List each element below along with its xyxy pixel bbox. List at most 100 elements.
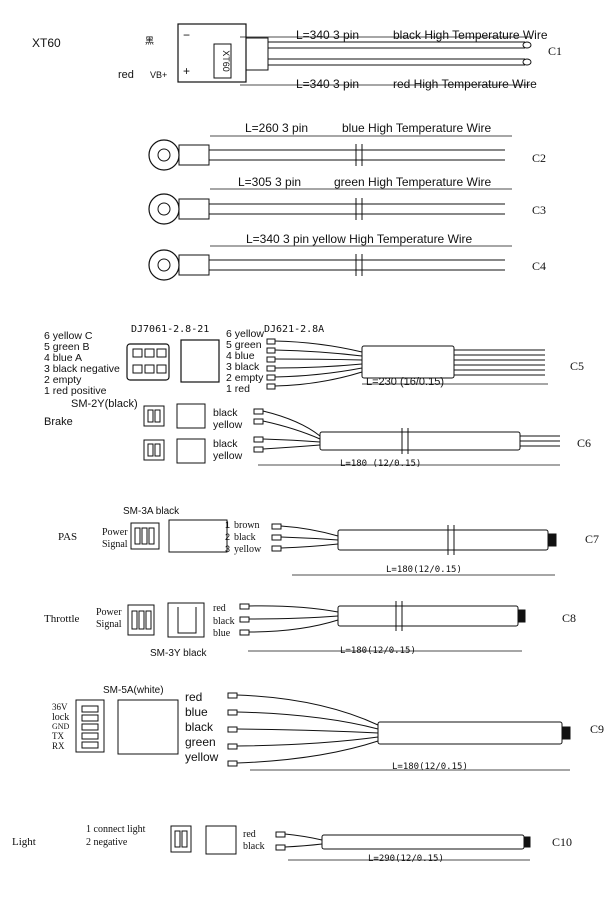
c9-code: C9: [590, 722, 604, 736]
xt60-minus-sign: −: [183, 28, 190, 42]
c2-ring-terminal: [148, 139, 180, 171]
c1-wire-end-top: [522, 41, 532, 49]
c10-pin-1: red: [243, 829, 256, 840]
c5-right-pin-6: 1 red: [226, 383, 250, 395]
c3-length: L=305 3 pin: [238, 175, 301, 189]
c5-housing-cavity: [132, 348, 143, 358]
c5-length: L=230 (16/0.15): [366, 376, 444, 388]
c4-crimp: [178, 254, 210, 276]
c9-section: SM-5A(white) 36V lock GND TX RX red blue…: [52, 685, 604, 772]
c9-connector-label: SM-5A(white): [103, 685, 164, 696]
c1-wire-end-bottom: [522, 58, 532, 66]
c3-ring-hole: [157, 202, 171, 216]
c1-top-description: black High Temperature Wire: [393, 28, 548, 42]
c2-length: L=260 3 pin: [245, 121, 308, 135]
c9-side-label-3: GND: [52, 722, 70, 731]
c8-pin-3: blue: [213, 628, 231, 639]
c5-left-pin-1: 6 yellow C: [44, 330, 93, 342]
c7-length: L=180(12/0.15): [386, 565, 462, 575]
c9-side-label-4: TX: [52, 731, 64, 741]
c5-left-pin-4: 3 black negative: [44, 363, 120, 375]
c6-pin-b-1: black: [213, 438, 238, 450]
c7-connector-label: SM-3A black: [123, 506, 180, 517]
c1-bottom-description: red High Temperature Wire: [393, 77, 537, 91]
c5-housing-cavity: [156, 364, 167, 374]
c6-code: C6: [577, 436, 591, 450]
xt60-plug-label: XT60: [221, 50, 231, 72]
c7-pin-3: yellow: [234, 544, 262, 555]
c5-terminal-label: DJ621-2.8A: [264, 324, 324, 335]
c5-right-pin-4: 3 black: [226, 361, 260, 373]
c2-code: C2: [532, 151, 546, 165]
c8-signal-label: Signal: [96, 619, 122, 630]
c7-pin-number-1: 1: [225, 520, 230, 530]
xt60-plus-sign: +: [183, 64, 190, 78]
c8-pin-2: black: [213, 616, 235, 627]
c8-code: C8: [562, 611, 576, 625]
c7-power-label: Power: [102, 527, 128, 538]
xt60-plug-label-box: [213, 43, 232, 79]
c1-bottom-length: L=340 3 pin: [296, 77, 359, 91]
c10-section: Light 1 connect light 2 negative red bla…: [12, 824, 572, 864]
xt60-plug-neck: [245, 37, 269, 71]
c5-right-pin-3: 4 blue: [226, 350, 255, 362]
c6-pin-b-2: yellow: [213, 450, 243, 462]
c7-connector: [130, 519, 228, 553]
c9-connector: [75, 699, 179, 755]
c7-pin-1: brown: [234, 520, 260, 531]
c10-length: L=290(12/0.15): [368, 854, 444, 864]
c3-section: L=305 3 pin green High Temperature Wire …: [148, 175, 546, 225]
c6-wire-bundle: [253, 408, 560, 454]
c10-connector: [170, 825, 237, 855]
c7-pin-number-3: 3: [225, 544, 230, 554]
c7-pas-label: PAS: [58, 531, 77, 543]
c9-pin-3: black: [185, 720, 214, 734]
c9-wire-bundle: [227, 692, 571, 767]
c9-pin-2: blue: [185, 705, 208, 719]
c4-length-description: L=340 3 pin yellow High Temperature Wire: [246, 232, 473, 246]
c7-pin-number-2: 2: [225, 532, 230, 542]
c4-section: L=340 3 pin yellow High Temperature Wire…: [148, 232, 546, 281]
c8-pin-1: red: [213, 603, 226, 614]
c4-ring-terminal: [148, 249, 180, 281]
c5-right-pin-5: 2 empty: [226, 372, 264, 384]
c10-light-label: Light: [12, 836, 36, 848]
xt60-vb-label: VB+: [150, 70, 167, 80]
c7-signal-label: Signal: [102, 539, 128, 550]
c6-connector-label: SM-2Y(black): [71, 398, 138, 410]
c6-pin-a-1: black: [213, 407, 238, 419]
c3-ring-terminal: [148, 193, 180, 225]
c3-crimp: [178, 198, 210, 220]
c8-throttle-label: Throttle: [44, 613, 80, 625]
c7-pin-2: black: [234, 532, 256, 543]
c10-wire-bundle: [275, 831, 531, 851]
c3-code: C3: [532, 203, 546, 217]
c7-section: PAS SM-3A black Power Signal 1 2 3 brown…: [58, 506, 599, 576]
c8-power-label: Power: [96, 607, 122, 618]
c5-right-pin-1: 6 yellow: [226, 328, 264, 340]
c5-left-pin-3: 4 blue A: [44, 352, 82, 364]
c2-description: blue High Temperature Wire: [342, 121, 492, 135]
c1-code: C1: [548, 44, 562, 58]
c4-code: C4: [532, 259, 546, 273]
c6-length: L=180 (12/0.15): [340, 459, 421, 469]
c7-wire-bundle: [271, 523, 557, 555]
c6-brake-label: Brake: [44, 416, 73, 428]
xt60-negative-glyph: 黑: [145, 36, 154, 46]
c9-length: L=180(12/0.15): [392, 762, 468, 772]
c9-pin-4: green: [185, 735, 216, 749]
c6-pin-a-2: yellow: [213, 419, 243, 431]
c5-housing-cavity: [156, 348, 167, 358]
c3-description: green High Temperature Wire: [334, 175, 492, 189]
c5-wire-bundle: [266, 338, 545, 390]
c5-housing-cavity: [132, 364, 143, 374]
c5-housing-cavity: [144, 348, 155, 358]
c10-note-2: 2 negative: [86, 837, 128, 848]
c9-side-label-1: 36V: [52, 702, 68, 712]
c8-length: L=180(12/0.15): [340, 646, 416, 656]
c5-right-pin-2: 5 green: [226, 339, 262, 351]
c5-housing: [126, 343, 170, 381]
c5-left-pin-5: 2 empty: [44, 374, 82, 386]
c6-connector-pair-b: [143, 438, 206, 464]
c9-side-label-2: lock: [52, 712, 69, 723]
